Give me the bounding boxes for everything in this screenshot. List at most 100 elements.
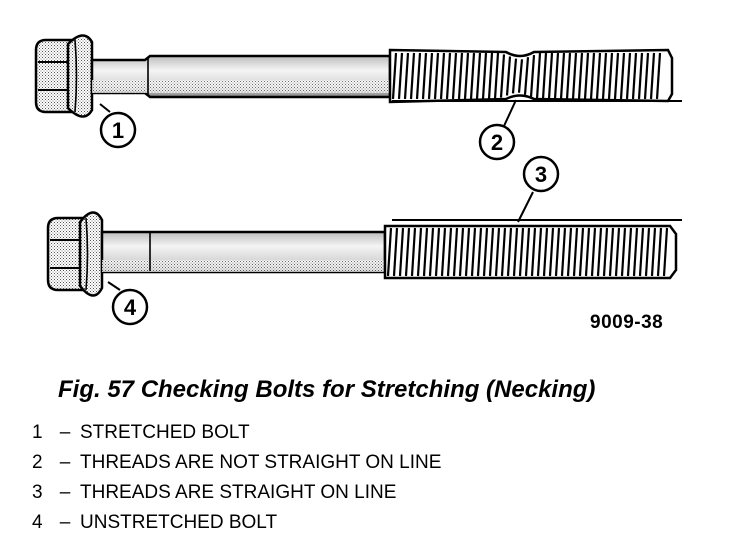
thread-ridge: [650, 227, 657, 277]
thread-ridge: [397, 52, 404, 100]
legend-separator: –: [59, 482, 71, 503]
leader-line-4: [107, 281, 121, 291]
thread-ridge: [620, 227, 627, 277]
thread-ridge: [511, 58, 518, 94]
thread-ridge: [547, 52, 554, 100]
thread-ridge: [583, 52, 590, 100]
bolt-illustration: 1 2 3 4: [34, 34, 682, 326]
thread-ridge: [470, 227, 477, 277]
thread-ridge: [613, 52, 620, 100]
legend-text: THREADS ARE NOT STRAIGHT ON LINE: [80, 452, 442, 473]
thread-ridge: [554, 227, 561, 277]
thread-ridge: [601, 52, 608, 100]
thread-ridge: [409, 52, 416, 100]
thread-ridge: [542, 227, 549, 277]
thread-ridge: [590, 227, 597, 277]
legend-number: 1: [32, 422, 43, 443]
thread-ridge: [608, 227, 615, 277]
thread-ridge: [602, 227, 609, 277]
thread-ridge: [494, 227, 501, 277]
legend-text: UNSTRETCHED BOLT: [80, 512, 278, 533]
thread-ridge: [529, 55, 536, 97]
thread-ridge: [440, 227, 447, 277]
stretched-bolt-head: [34, 38, 74, 114]
thread-ridge: [482, 227, 489, 277]
thread-ridge: [493, 52, 500, 100]
thread-ridge: [463, 52, 470, 100]
thread-ridge: [637, 52, 644, 100]
legend-separator: –: [59, 512, 71, 533]
thread-ridge: [457, 52, 464, 100]
thread-ridge: [398, 227, 405, 277]
thread-ridge: [536, 227, 543, 277]
thread-ridge: [596, 227, 603, 277]
legend-number: 3: [32, 482, 43, 503]
thread-ridge: [662, 227, 669, 277]
thread-ridge: [625, 52, 632, 100]
callout-2: 2: [478, 123, 516, 161]
legend-separator: –: [59, 422, 71, 443]
thread-ridge: [452, 227, 459, 277]
legend-separator: –: [59, 452, 71, 473]
thread-ridge: [475, 52, 482, 100]
thread-ridge: [565, 52, 572, 100]
thread-ridge: [530, 227, 537, 277]
thread-ridge: [643, 52, 650, 100]
unstretched-bolt-flange: [78, 211, 104, 297]
thread-ridge: [439, 52, 446, 100]
thread-ridge: [386, 227, 393, 277]
thread-ridge: [428, 227, 435, 277]
thread-ridge: [577, 52, 584, 100]
figure-caption: Fig. 57 Checking Bolts for Stretching (N…: [58, 376, 596, 403]
thread-ridge: [566, 227, 573, 277]
thread-ridge: [644, 227, 651, 277]
thread-ridge: [524, 227, 531, 277]
thread-ridge: [488, 227, 495, 277]
thread-ridge: [445, 52, 452, 100]
unstretched-bolt: [46, 211, 682, 297]
thread-ridge: [427, 52, 434, 100]
thread-ridge: [638, 227, 645, 277]
unstretched-bolt-threads: [383, 224, 678, 280]
thread-ridge: [500, 227, 507, 277]
thread-ridge: [518, 227, 525, 277]
thread-ridge: [548, 227, 555, 277]
legend-text: STRETCHED BOLT: [80, 422, 250, 443]
legend-item: 1–STRETCHED BOLT: [32, 418, 441, 448]
callout-3: 3: [522, 155, 560, 193]
thread-ridge: [589, 52, 596, 100]
thread-ridge: [614, 227, 621, 277]
thread-ridge: [517, 59, 524, 93]
thread-ridge: [499, 54, 506, 98]
thread-ridge: [416, 227, 423, 277]
thread-ridge: [476, 227, 483, 277]
thread-ridge: [505, 56, 512, 96]
thread-ridge: [535, 52, 542, 100]
thread-ridge: [434, 227, 441, 277]
legend-number: 2: [32, 452, 43, 473]
thread-ridge: [523, 57, 530, 95]
thread-ridge: [560, 227, 567, 277]
thread-ridge: [595, 52, 602, 100]
thread-ridge: [391, 52, 398, 100]
callout-4: 4: [111, 288, 149, 326]
thread-ridge: [410, 227, 417, 277]
legend-item: 3–THREADS ARE STRAIGHT ON LINE: [32, 478, 441, 508]
stretched-bolt: [34, 34, 682, 118]
legend-item: 2–THREADS ARE NOT STRAIGHT ON LINE: [32, 448, 441, 478]
thread-ridge: [559, 52, 566, 100]
legend-item: 4–UNSTRETCHED BOLT: [32, 508, 441, 538]
leader-line-3: [517, 191, 534, 223]
legend-list: 1–STRETCHED BOLT 2–THREADS ARE NOT STRAI…: [32, 418, 441, 538]
thread-ridge: [607, 52, 614, 100]
thread-ridge: [464, 227, 471, 277]
thread-ridge: [571, 52, 578, 100]
thread-ridge: [584, 227, 591, 277]
callout-2-number: 2: [491, 130, 503, 155]
thread-ridge: [541, 52, 548, 100]
legend-text: THREADS ARE STRAIGHT ON LINE: [80, 482, 397, 503]
thread-ridge: [572, 227, 579, 277]
thread-ridge: [422, 227, 429, 277]
thread-ridge: [481, 52, 488, 100]
thread-ridge: [649, 52, 656, 100]
